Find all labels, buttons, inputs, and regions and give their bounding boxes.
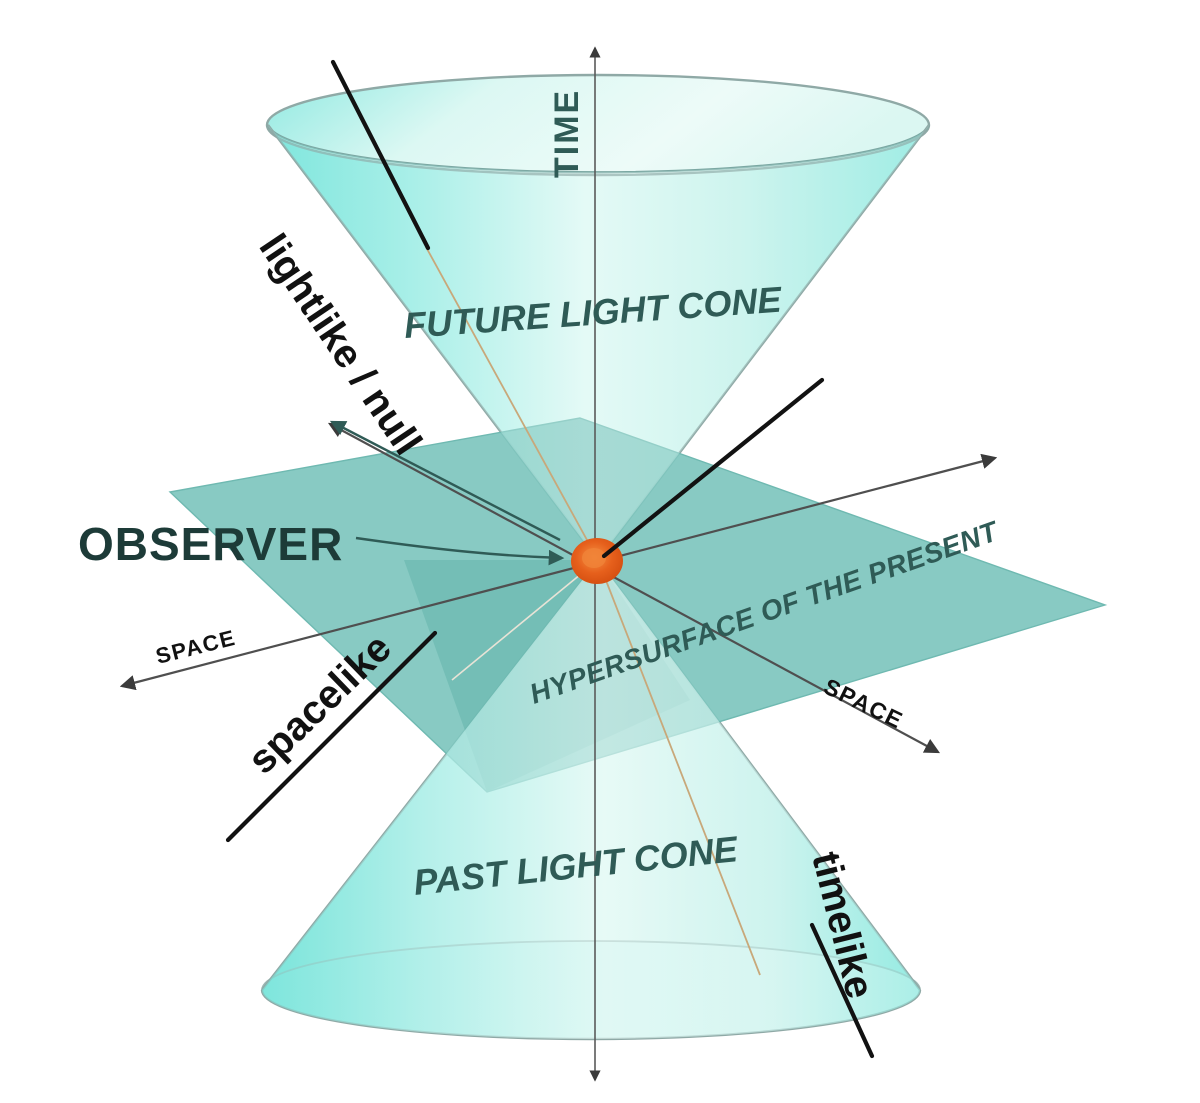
observer-pointer-arrow (355, 536, 565, 566)
null-line-upper-left (425, 246, 599, 561)
lightlike-leader-line (330, 59, 431, 251)
observer-dot-core (582, 548, 606, 568)
null-line-lower-left-faint (451, 559, 599, 681)
space-axis-label-right: SPACE (820, 673, 908, 734)
lightlike-arrow (329, 420, 561, 542)
null-generator-lines (425, 246, 761, 976)
time-axis-label: TIME (548, 89, 586, 178)
space-axes (119, 422, 998, 754)
observer-label: OBSERVER (78, 518, 343, 570)
space-axis-label-left: SPACE (153, 625, 238, 669)
leader-lines (225, 59, 875, 1059)
spacelike-leader-line (225, 630, 438, 843)
null-line-lower-right (597, 559, 761, 976)
timelike-upper-leader-line (601, 377, 825, 559)
space-axis-two (119, 453, 998, 691)
timelike-leader-line (809, 922, 875, 1059)
